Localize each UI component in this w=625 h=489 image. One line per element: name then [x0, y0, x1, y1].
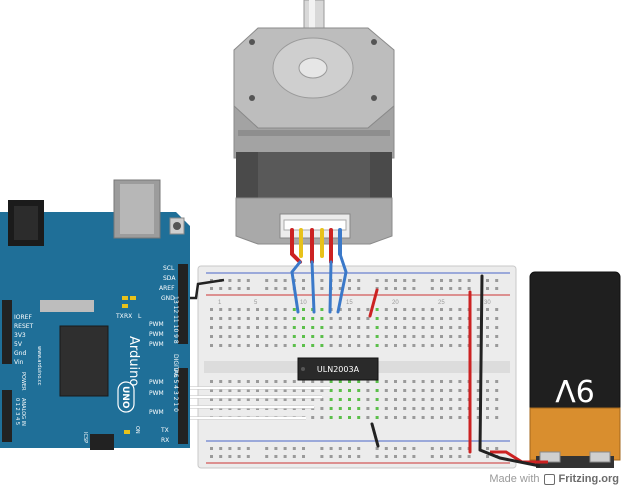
icsp-header: [90, 434, 114, 450]
icsp-label: ICSP: [82, 432, 88, 443]
crystal: [40, 300, 94, 312]
svg-text:30: 30: [484, 300, 491, 306]
uln2003a-chip: ULN2003A: [297, 357, 379, 381]
pin-label-rx: RX: [161, 437, 169, 444]
screw-hole: [371, 95, 377, 101]
uno-badge: [117, 381, 135, 413]
signal-wire-outlines: [186, 386, 330, 420]
screw-hole: [249, 39, 255, 45]
pwm-label: PWM: [149, 331, 164, 338]
fritzing-logo-icon: [543, 473, 555, 485]
chip-label: ULN2003A: [317, 365, 360, 374]
digital-header-top: [178, 264, 188, 344]
pwm-label: PWM: [149, 379, 164, 386]
on-label: ON: [134, 426, 140, 434]
motor-leads: [290, 228, 342, 264]
pin-label-tx: TX: [160, 427, 169, 434]
pin-label-sda: SDA: [163, 275, 176, 282]
power-pin-vin: Vin: [14, 359, 24, 366]
arduino-website: www.arduino.cc: [36, 346, 42, 386]
breadboard-column-labels: 1 5 10 15 20 25 30: [218, 300, 491, 306]
svg-text:15: 15: [346, 300, 353, 306]
pwm-label: PWM: [149, 390, 164, 397]
rx-led: [122, 304, 128, 308]
battery-terminal: [539, 451, 561, 463]
pin-label-aref: AREF: [159, 285, 175, 292]
tx-led: [122, 296, 128, 300]
fritzing-credit: Made with Fritzing.org: [489, 473, 619, 485]
arduino-brand: Arduino: [126, 336, 141, 386]
analog-header: [2, 390, 12, 442]
stepper-motor: [233, 0, 395, 245]
breadboard-wires: [290, 252, 484, 454]
pin-label-scl: SCL: [163, 265, 175, 272]
atmega-chip: [59, 325, 109, 397]
l-led: [130, 296, 136, 300]
digital-header-bottom: [178, 368, 188, 444]
credit-brand: Fritzing.org: [558, 473, 620, 485]
svg-text:20: 20: [392, 300, 399, 306]
screw-hole: [371, 39, 377, 45]
svg-text:25: 25: [438, 300, 445, 306]
digital-header-label: DIGITAL: [172, 354, 179, 378]
on-led: [124, 430, 130, 434]
power-pin-3v3: 3V3: [14, 332, 26, 339]
power-header: [2, 300, 12, 364]
led-label-l: L: [138, 313, 142, 320]
svg-text:10: 10: [300, 300, 307, 306]
pwm-label: PWM: [149, 341, 164, 348]
signal-wires: [186, 386, 330, 420]
svg-text:5: 5: [254, 300, 258, 306]
battery-label: 9V: [555, 372, 595, 407]
svg-text:1: 1: [218, 300, 222, 306]
digital-pins-top: 13 12 11 10 9 8: [172, 296, 179, 344]
battery-lead-black: [479, 448, 541, 468]
battery-lead-red: [490, 450, 548, 464]
led-label-rx: RX: [124, 313, 132, 320]
pin-label-gnd: GND: [161, 295, 175, 302]
analog-pins: 0 1 2 3 4 5: [14, 398, 20, 425]
gnd-wire: [186, 278, 225, 300]
power-pin-gnd: Gnd: [14, 350, 26, 357]
screw-hole: [249, 95, 255, 101]
battery-9v: 9V: [529, 271, 621, 468]
power-header-label: POWER: [20, 372, 26, 391]
credit-prefix: Made with: [489, 473, 540, 485]
power-pin-reset: RESET: [14, 323, 34, 330]
arduino-model: UNO: [120, 386, 130, 409]
digital-pins-bottom: 7 6 5 4 3 2 1 0: [172, 368, 179, 412]
power-pin-5v: 5V: [14, 341, 23, 348]
arduino-uno: SCL SDA AREF GND PWM PWM PWM PWM PWM PWM…: [0, 179, 190, 450]
pwm-label: PWM: [149, 321, 164, 328]
analog-header-label: ANALOG IN: [20, 398, 26, 426]
power-pin-ioref: IOREF: [14, 314, 32, 321]
led-label-tx: TX: [115, 313, 124, 320]
pwm-label: PWM: [149, 409, 164, 416]
battery-terminal: [589, 451, 611, 463]
